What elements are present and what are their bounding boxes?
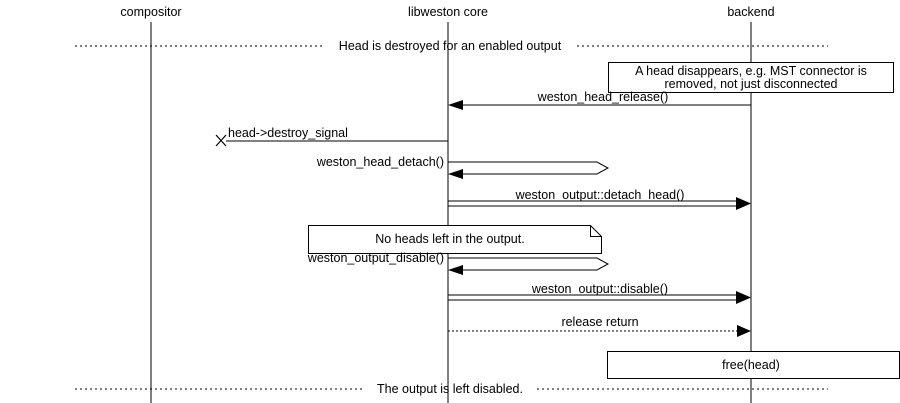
divider-bottom-label: The output is left disabled.	[377, 382, 523, 396]
note-free-head-box	[607, 351, 900, 379]
msg-weston-head-release-arrowhead	[448, 100, 463, 110]
divider-top-label: Head is destroyed for an enabled output	[339, 39, 562, 53]
msg-release-return: release return	[448, 315, 751, 337]
msg-weston-head-detach-arrowhead	[448, 169, 463, 179]
participant-headers: compositor libweston core backend	[120, 5, 774, 19]
msg-weston-output-detach-head-arrowhead	[736, 197, 751, 210]
msg-weston-head-release-label: weston_head_release()	[537, 90, 669, 104]
msg-weston-output-disable-arrowhead	[448, 265, 463, 275]
msg-weston-head-detach-label: weston_head_detach()	[316, 155, 444, 169]
msg-weston-head-detach-loop	[448, 161, 610, 175]
note-head-disappears-line-1: A head disappears, e.g. MST connector is	[635, 64, 867, 78]
note-free-head-line-1: free(head)	[722, 358, 780, 372]
msg-release-return-label: release return	[561, 315, 638, 329]
msg-head-destroy-signal-x-terminator	[215, 134, 227, 147]
note-head-disappears: A head disappears, e.g. MST connector is…	[608, 62, 894, 93]
msg-weston-head-release: weston_head_release()	[448, 90, 751, 110]
divider-bottom-group: The output is left disabled.	[75, 382, 828, 396]
note-head-disappears-box	[608, 62, 894, 93]
msg-release-return-arrowhead	[737, 325, 751, 337]
msg-weston-output-detach-head-label: weston_output::detach_head()	[515, 188, 685, 202]
note-no-heads-left-box	[308, 225, 602, 254]
divider-top-group: Head is destroyed for an enabled output	[75, 39, 828, 53]
participant-label-libweston: libweston core	[408, 5, 488, 19]
msg-weston-output-disable-backend-label: weston_output::disable()	[531, 282, 668, 296]
msg-weston-output-detach-head: weston_output::detach_head()	[448, 188, 751, 210]
note-no-heads-left-line-1: No heads left in the output.	[375, 232, 524, 246]
participant-label-backend: backend	[727, 5, 774, 19]
msg-weston-output-disable-backend-arrowhead	[736, 291, 751, 304]
note-no-heads-left: No heads left in the output.	[308, 225, 602, 254]
msg-weston-output-disable: weston_output_disable()	[307, 251, 610, 275]
msg-head-destroy-signal: head->destroy_signal	[215, 126, 448, 147]
note-head-disappears-line-2: removed, not just disconnected	[664, 77, 837, 91]
msg-weston-head-detach: weston_head_detach()	[316, 155, 610, 179]
msg-head-destroy-signal-label: head->destroy_signal	[228, 126, 348, 140]
participant-label-compositor: compositor	[120, 5, 181, 19]
note-free-head: free(head)	[607, 351, 900, 379]
note-no-heads-left-fold	[590, 225, 602, 237]
msg-weston-output-disable-backend: weston_output::disable()	[448, 282, 751, 304]
msg-weston-output-disable-loop	[448, 257, 610, 271]
msg-weston-output-disable-label: weston_output_disable()	[307, 251, 444, 265]
